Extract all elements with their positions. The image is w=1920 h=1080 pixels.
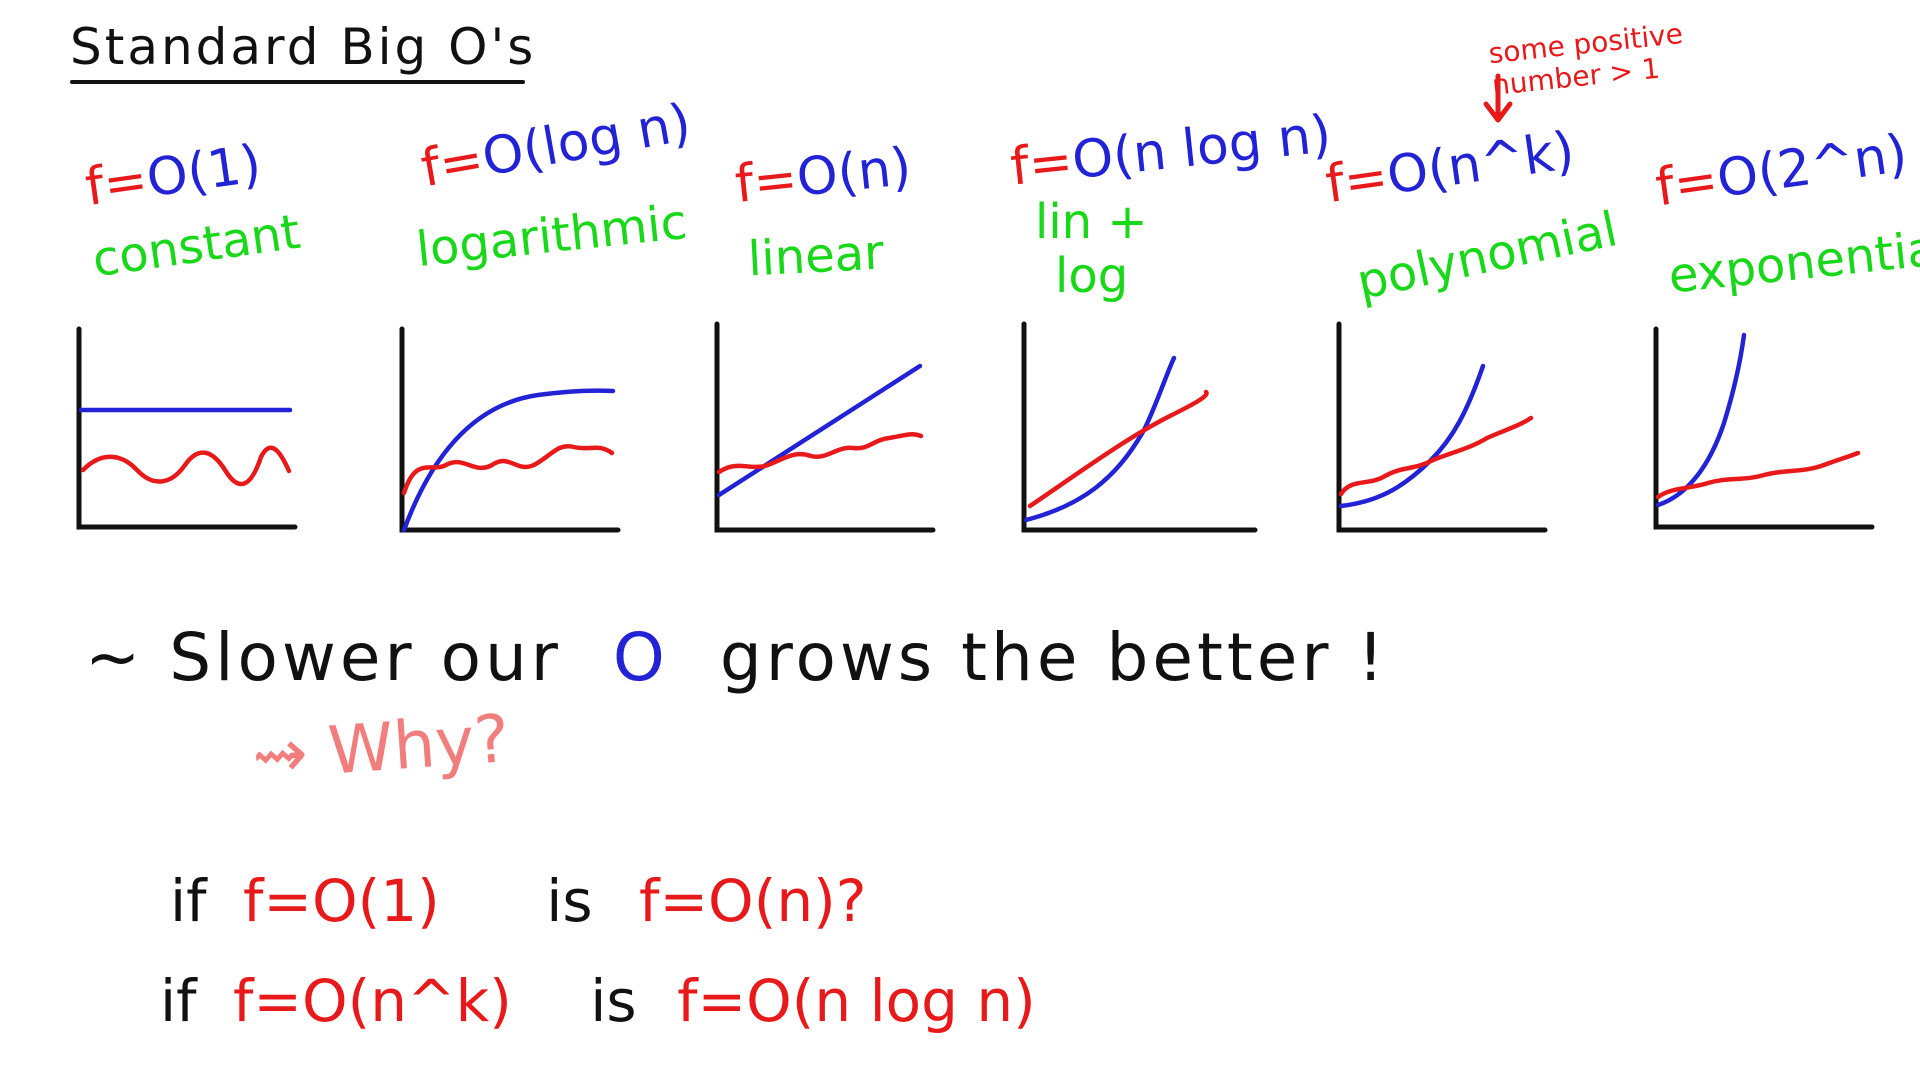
formula-constant: f=O(1) <box>82 134 265 218</box>
curve-function <box>1338 415 1534 497</box>
formula-bound: O(n) <box>793 136 915 209</box>
question-right: f=O(n)? <box>639 867 867 935</box>
formula-bound: O(log n) <box>477 92 696 189</box>
formula-prefix: f= <box>1007 131 1076 198</box>
formula-linear: f=O(n) <box>732 137 914 215</box>
name-constant: constant <box>89 203 304 289</box>
curve-bound <box>1023 355 1177 523</box>
name-polynomial: polynomial <box>1352 201 1623 311</box>
formula-exponential: f=O(2^n) <box>1652 124 1911 219</box>
curve-function <box>80 445 292 487</box>
curve-bound <box>1655 332 1747 508</box>
statement-o-symbol: O <box>612 619 669 696</box>
graph-nlogn <box>1021 321 1258 533</box>
statement-suffix: grows the better ! <box>719 619 1388 696</box>
graph-axes <box>714 321 936 533</box>
formula-prefix: f= <box>1652 150 1722 219</box>
formula-prefix: f= <box>1322 147 1392 216</box>
graph-logarithmic <box>399 326 621 533</box>
curve-function <box>1027 389 1209 509</box>
page-title: Standard Big O's <box>70 18 537 76</box>
formula-bound: O(1) <box>142 134 265 210</box>
question-right: f=O(n log n) <box>677 967 1036 1035</box>
name-linear: linear <box>746 224 886 288</box>
formula-logarithmic: f=O(log n) <box>417 93 695 199</box>
question-left: f=O(1) <box>242 867 440 935</box>
formula-prefix: f= <box>732 148 801 216</box>
statement-prefix: ~ Slower our <box>85 619 562 696</box>
formula-bound: O(2^n) <box>1713 123 1911 210</box>
curve-function <box>716 432 924 475</box>
question-row-1: if f=O(1) is f=O(n)? <box>170 872 867 930</box>
graph-polynomial <box>1336 321 1548 533</box>
graph-axes <box>399 326 621 533</box>
name-linlog: lin + <box>1035 194 1148 250</box>
curve-bound <box>401 388 616 533</box>
formula-bound: O(n^k) <box>1383 120 1579 207</box>
question-is: is <box>546 867 593 935</box>
curve-bound <box>1338 363 1486 509</box>
title-block: Standard Big O's <box>70 18 537 84</box>
name-linlog-line2: log <box>1055 248 1129 304</box>
question-if: if <box>160 967 197 1035</box>
graph-constant <box>76 326 298 530</box>
formula-bound: O(n log n) <box>1069 104 1334 192</box>
graph-axes <box>1653 326 1875 530</box>
name-logarithmic: logarithmic <box>413 193 690 279</box>
curve-function <box>1655 450 1861 500</box>
graph-linear <box>714 321 936 533</box>
graph-exponential <box>1653 326 1875 530</box>
question-row-2: if f=O(n^k) is f=O(n log n) <box>160 972 1036 1030</box>
formula-prefix: f= <box>416 129 489 200</box>
formula-polynomial: f=O(n^k) <box>1322 121 1578 215</box>
name-exponential: exponential <box>1665 219 1920 305</box>
question-if: if <box>170 867 207 935</box>
graph-axes <box>1336 321 1548 533</box>
title-underline <box>70 80 525 84</box>
formula-prefix: f= <box>81 149 152 218</box>
statement-line: ~ Slower our O grows the better ! <box>85 625 1388 691</box>
curve-function <box>401 443 615 496</box>
graph-axes <box>1021 321 1258 533</box>
why-note: ⇝ Why? <box>249 700 512 795</box>
annotation-arrow <box>1483 73 1513 123</box>
graph-axes <box>76 326 298 530</box>
curve-bound <box>716 363 923 498</box>
question-is: is <box>590 967 637 1035</box>
formula-linlog: f=O(n log n) <box>1008 104 1334 197</box>
question-left: f=O(n^k) <box>232 967 512 1035</box>
